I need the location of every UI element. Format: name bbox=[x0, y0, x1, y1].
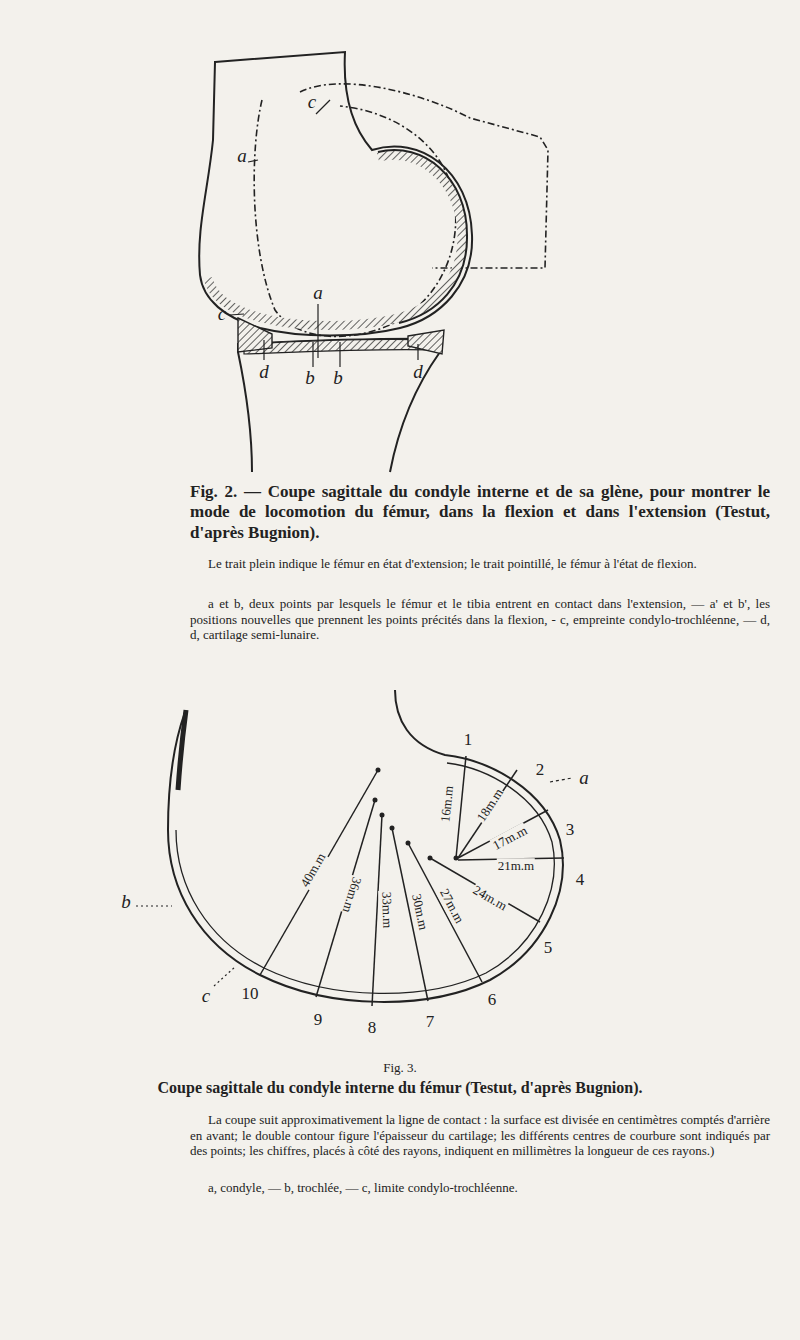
callout-number: 2 bbox=[536, 760, 545, 780]
dimension: 17m.m bbox=[489, 822, 530, 854]
caption: Fig. 2. — Coupe sagittale du condyle int… bbox=[190, 482, 770, 543]
dimension: 27m.m bbox=[436, 885, 468, 926]
dimension: 21m.m bbox=[497, 858, 535, 874]
note: Le trait plein indique le fémur en état … bbox=[190, 556, 770, 572]
caption: Coupe sagittale du condyle interne du fé… bbox=[158, 1078, 643, 1097]
note: a et b, deux points par lesquels le fému… bbox=[190, 596, 770, 643]
callout-letter: c bbox=[218, 303, 226, 326]
fig2-drawing bbox=[199, 52, 548, 472]
callout-number: 9 bbox=[314, 1010, 323, 1030]
dimension: 16m.m bbox=[437, 784, 457, 824]
callout-letter: d bbox=[413, 361, 423, 384]
dimension: 24m.m bbox=[469, 882, 510, 915]
callout-number: 7 bbox=[426, 1012, 435, 1032]
dimension: 40m.m bbox=[297, 849, 330, 890]
dimension: 30m.m bbox=[408, 892, 431, 933]
callout-letter: a bbox=[579, 767, 589, 790]
callout-number: 4 bbox=[576, 870, 585, 890]
callout-letter: d bbox=[259, 361, 269, 384]
callout-number: 10 bbox=[242, 984, 259, 1004]
callout-letter: c bbox=[308, 91, 316, 114]
callout-number: 8 bbox=[368, 1018, 377, 1038]
callout-letter: a bbox=[237, 145, 247, 168]
note: La coupe suit approximativement la ligne… bbox=[190, 1112, 770, 1159]
dimension: 33m.m bbox=[379, 890, 396, 929]
callout-letter: b bbox=[333, 367, 343, 390]
dimension: 18m.m bbox=[473, 785, 507, 826]
callout-number: 5 bbox=[544, 938, 553, 958]
caption: Fig. 3. bbox=[383, 1060, 417, 1076]
callout-letter: b bbox=[305, 367, 315, 390]
fig3-drawing bbox=[136, 690, 572, 1006]
note: a, condyle, — b, trochlée, — c, limite c… bbox=[190, 1180, 770, 1196]
callout-letter: a bbox=[313, 282, 323, 305]
callout-number: 6 bbox=[488, 990, 497, 1010]
callout-number: 3 bbox=[566, 820, 575, 840]
callout-letter: b bbox=[121, 891, 131, 914]
callout-number: 1 bbox=[464, 730, 473, 750]
callout-letter: c bbox=[202, 985, 210, 1008]
dimension: 36m.m bbox=[339, 874, 365, 915]
